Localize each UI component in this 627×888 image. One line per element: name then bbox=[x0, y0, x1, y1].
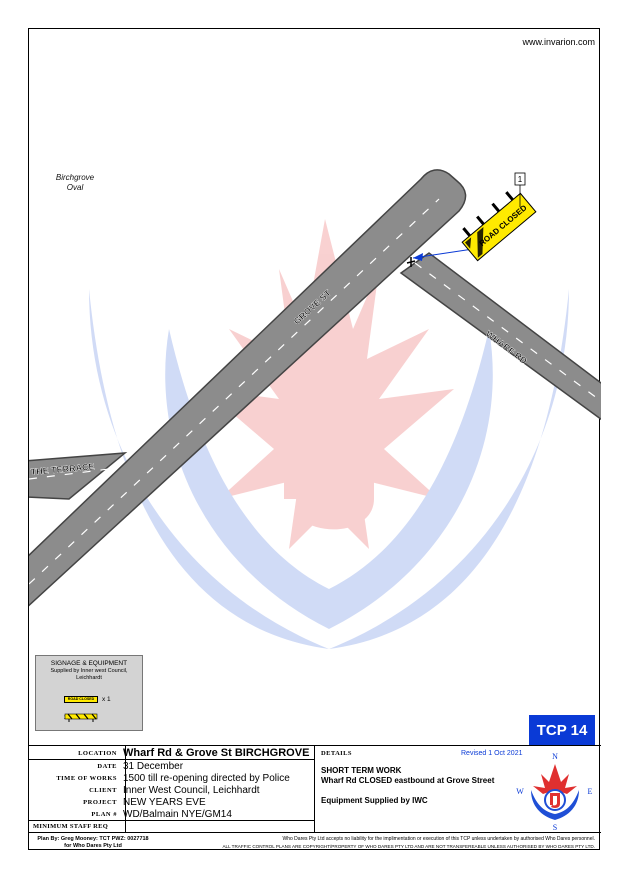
plan-sheet: ROAD CLOSED 1 GROVE ST WHARF RD THE TERR… bbox=[28, 28, 601, 851]
title-block: LOCATION Wharf Rd & Grove St BIRCHGROVE … bbox=[29, 745, 601, 851]
the-terrace-road bbox=[29, 452, 128, 500]
sign-number: 1 bbox=[518, 175, 523, 184]
row-time-of-works: TIME OF WORKS 1500 till re-opening direc… bbox=[56, 772, 290, 784]
website-url: www.invarion.com bbox=[522, 37, 595, 47]
details-line-1: SHORT TERM WORK bbox=[321, 766, 402, 775]
svg-text:N: N bbox=[552, 752, 558, 761]
signage-legend: SIGNAGE & EQUIPMENT Supplied by Inner we… bbox=[35, 655, 143, 731]
row-date: DATE 31 December bbox=[97, 760, 184, 772]
svg-text:W: W bbox=[516, 787, 524, 796]
svg-text:S: S bbox=[553, 823, 557, 832]
footer: Plan By: Greg Mooney: TCT PWZ: 0027718 f… bbox=[29, 832, 601, 852]
revised-date: Revised 1 Oct 2021 bbox=[461, 750, 523, 757]
details-panel: DETAILS Revised 1 Oct 2021 SHORT TERM WO… bbox=[315, 746, 601, 832]
legend-subtitle: Supplied by Inner west Council, Leichhar… bbox=[50, 668, 128, 681]
disclaimer-liability: Who Dares Pty Ltd accepts no liability f… bbox=[282, 836, 595, 842]
site-map: ROAD CLOSED 1 GROVE ST WHARF RD THE TERR… bbox=[29, 29, 601, 745]
legend-title: SIGNAGE & EQUIPMENT bbox=[50, 660, 128, 667]
compass-logo: N S W E bbox=[516, 752, 593, 832]
legend-sign-road-closed: ROAD CLOSED bbox=[64, 695, 98, 703]
details-line-3: Equipment Supplied by IWC bbox=[321, 796, 428, 805]
disclaimer-copyright: ALL TRAFFIC CONTROL PLANS ARE COPYRIGHT/… bbox=[222, 844, 595, 849]
map-drawing: ROAD CLOSED 1 GROVE ST WHARF RD THE TERR… bbox=[29, 169, 601, 649]
road-closed-sign: ROAD CLOSED bbox=[461, 191, 537, 262]
details-label: DETAILS bbox=[321, 750, 352, 757]
barrier-marker bbox=[406, 257, 416, 267]
tcp-badge: TCP 14 bbox=[529, 715, 595, 745]
row-minimum-staff: MINIMUM STAFF REQ bbox=[33, 823, 109, 830]
legend-item-road-closed: ROAD CLOSED x 1 bbox=[64, 694, 111, 704]
barrier-icon bbox=[64, 713, 98, 722]
row-location: LOCATION Wharf Rd & Grove St BIRCHGROVE bbox=[78, 746, 310, 759]
row-plan-number: PLAN # WD/Balmain NYE/GM14 bbox=[91, 808, 232, 820]
plan-by: Plan By: Greg Mooney: TCT PWZ: 0027718 f… bbox=[37, 836, 149, 849]
project-info: LOCATION Wharf Rd & Grove St BIRCHGROVE … bbox=[29, 746, 315, 832]
legend-item-barrier: x 1 bbox=[64, 712, 98, 722]
row-project: PROJECT NEW YEARS EVE bbox=[83, 796, 206, 808]
pointer-arrow bbox=[412, 248, 474, 259]
svg-text:E: E bbox=[588, 787, 593, 796]
details-line-2: Wharf Rd CLOSED eastbound at Grove Stree… bbox=[321, 776, 495, 785]
row-client: CLIENT Inner West Council, Leichhardt bbox=[89, 784, 260, 796]
watermark-logo bbox=[89, 219, 569, 649]
grove-st-road bbox=[29, 169, 467, 607]
